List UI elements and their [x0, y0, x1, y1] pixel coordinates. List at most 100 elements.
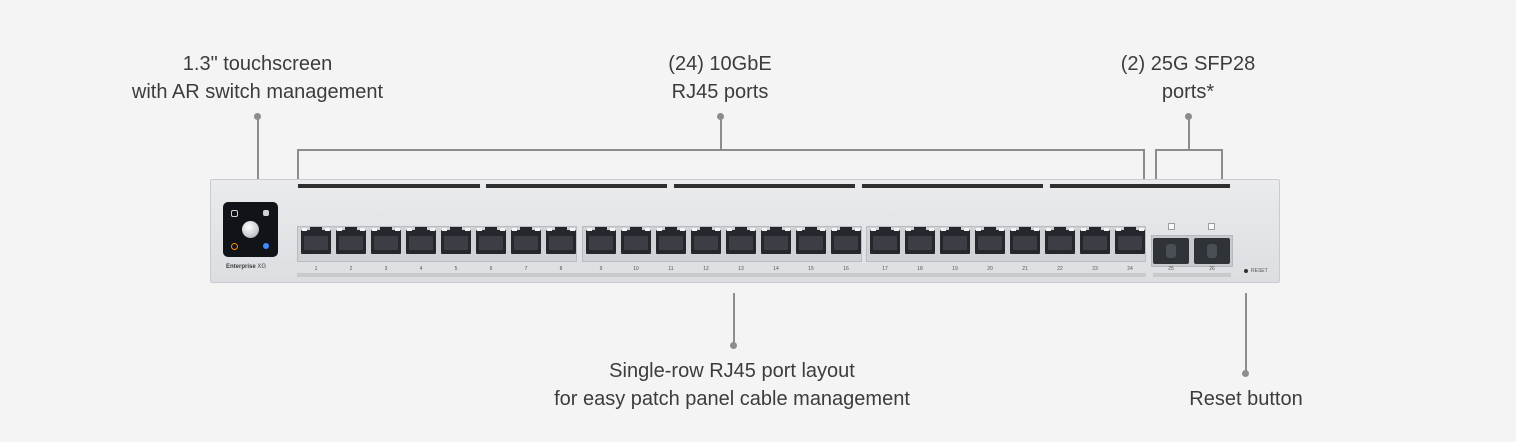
port-led [1046, 228, 1051, 231]
port-led [1104, 228, 1109, 231]
layout-callout-line2: for easy patch panel cable management [554, 388, 910, 410]
port-led [832, 228, 837, 231]
port-led [657, 228, 662, 231]
touchscreen-leader-dot [254, 113, 261, 120]
layout-leader-dot [730, 342, 737, 349]
rj45-port[interactable] [586, 227, 616, 254]
port-led [1081, 228, 1086, 231]
top-bar-4 [862, 184, 1043, 188]
top-bar-1 [298, 184, 480, 188]
rj45-port[interactable] [441, 227, 471, 254]
rj45-port-number: 23 [1092, 266, 1098, 272]
screen-topleft-icon [231, 210, 238, 217]
sfp-callout-line1: (2) 25G SFP28 [1120, 53, 1256, 75]
sfp-bracket-right [1221, 149, 1223, 180]
rj45-port[interactable] [621, 227, 651, 254]
rj45-port[interactable] [301, 227, 331, 254]
rj45-port[interactable] [726, 227, 756, 254]
rj45-port[interactable] [1080, 227, 1110, 254]
port-led [964, 228, 969, 231]
port-led [302, 228, 307, 231]
port-led [360, 228, 365, 231]
sfp-underbar [1153, 273, 1231, 277]
reset-leader-dot [1242, 370, 1249, 377]
reset-button[interactable] [1244, 269, 1248, 273]
rj45-port[interactable] [691, 227, 721, 254]
rj45-port[interactable] [1045, 227, 1075, 254]
rj45-port-number: 21 [1022, 266, 1028, 272]
rj45-port[interactable] [831, 227, 861, 254]
port-led [941, 228, 946, 231]
rj45-port[interactable] [870, 227, 900, 254]
rj45-port-number: 1 [314, 266, 318, 272]
port-led [547, 228, 552, 231]
rj45-port[interactable] [1010, 227, 1040, 254]
rj45-port[interactable] [371, 227, 401, 254]
model-label: Enterprise XG [226, 264, 266, 270]
rj45-leader-dot [717, 113, 724, 120]
rj45-port[interactable] [905, 227, 935, 254]
port-led [999, 228, 1004, 231]
sfp-port-25[interactable] [1153, 238, 1189, 264]
rj45-callout: (24) 10GbE RJ45 ports [620, 50, 820, 106]
rj45-port-number: 17 [882, 266, 888, 272]
touchscreen-leader-line [257, 118, 259, 180]
port-led [337, 228, 342, 231]
rj45-port-number: 5 [454, 266, 458, 272]
port-led [500, 228, 505, 231]
sfp-port-26[interactable] [1194, 238, 1230, 264]
port-led [785, 228, 790, 231]
port-led [1139, 228, 1144, 231]
port-led [512, 228, 517, 231]
rj45-port-number: 11 [668, 266, 674, 272]
sfp-port-number: 26 [1209, 266, 1215, 272]
rj45-leader-line [720, 118, 722, 150]
port-led [976, 228, 981, 231]
touchscreen-callout-line1: 1.3" touchscreen [182, 53, 333, 75]
port-led [906, 228, 911, 231]
rj45-port[interactable] [940, 227, 970, 254]
rj45-port-number: 15 [808, 266, 814, 272]
sfp-leader-line [1188, 118, 1190, 150]
port-led [645, 228, 650, 231]
rj45-port[interactable] [476, 227, 506, 254]
rj45-port[interactable] [511, 227, 541, 254]
sfp-leader-dot [1185, 113, 1192, 120]
port-led [535, 228, 540, 231]
rj45-callout-line1: (24) 10GbE [668, 53, 772, 75]
rj45-port[interactable] [656, 227, 686, 254]
rj45-port[interactable] [406, 227, 436, 254]
rj45-port-number: 12 [703, 266, 709, 272]
rj45-port[interactable] [546, 227, 576, 254]
rj45-port[interactable] [336, 227, 366, 254]
rj45-port-number: 24 [1127, 266, 1133, 272]
port-led [1116, 228, 1121, 231]
rj45-port-number: 6 [489, 266, 493, 272]
rj45-port-number: 8 [559, 266, 563, 272]
rj45-port[interactable] [796, 227, 826, 254]
rj45-port[interactable] [975, 227, 1005, 254]
port-led [442, 228, 447, 231]
port-led [692, 228, 697, 231]
port-led [855, 228, 860, 231]
rj45-bracket-right [1143, 149, 1145, 180]
rj45-port[interactable] [1115, 227, 1145, 254]
top-bar-5 [1050, 184, 1230, 188]
port-led [797, 228, 802, 231]
rj45-bracket [297, 149, 1145, 151]
touchscreen[interactable] [223, 202, 278, 257]
port-led [871, 228, 876, 231]
port-led [894, 228, 899, 231]
port-led [430, 228, 435, 231]
port-led [372, 228, 377, 231]
sfp-bracket-left [1155, 149, 1157, 180]
rj45-port-number: 19 [952, 266, 958, 272]
rj45-port[interactable] [761, 227, 791, 254]
rj45-port-number: 4 [419, 266, 423, 272]
touchscreen-callout-line2: with AR switch management [131, 81, 384, 103]
port-led [1034, 228, 1039, 231]
model-text: XG [257, 264, 267, 270]
port-led [680, 228, 685, 231]
rj45-port-number: 16 [843, 266, 849, 272]
